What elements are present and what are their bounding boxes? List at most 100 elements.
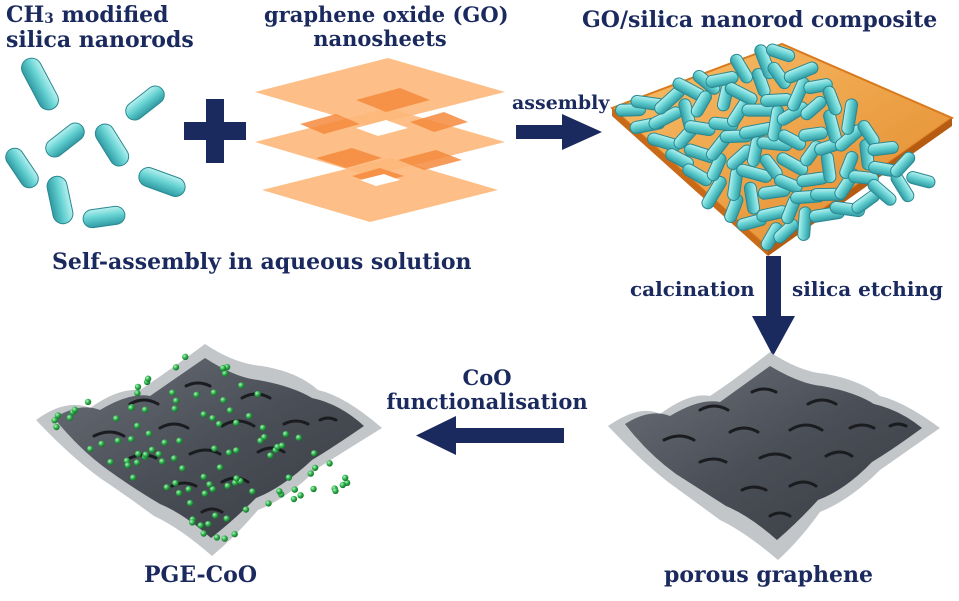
silica-etching-label: silica etching [792,277,943,301]
coo-particle [297,492,304,499]
go-overlap [398,150,462,170]
assembly-arrow [516,114,602,150]
coo-particle [134,383,142,391]
coo-particle [220,396,227,404]
silica-nanorod [683,120,716,137]
coo-particle [185,486,192,493]
silica-nanorods-label: CH3 modified silica nanorods [6,2,194,53]
coo-particle [216,464,224,471]
go-hole [360,174,400,186]
go-sheet [262,158,498,222]
coo-particle [114,437,122,444]
coo-particle [267,452,274,459]
go-overlap [300,114,360,134]
coo-functionalisation-arrow [416,416,564,455]
coo-particle [134,389,141,397]
go-overlap [316,148,382,168]
silica-nanorod [5,147,39,189]
coo-particle [193,391,200,398]
silica-nanorod [682,163,713,187]
self-assembly-label: Self-assembly in aqueous solution [52,249,472,275]
silica-nanorod [743,181,761,215]
coo-particle [112,415,120,422]
coo-particle [172,479,179,487]
silica-nanorod [736,163,773,183]
coo-particle [332,487,339,495]
silica-nanorod [773,173,803,194]
coo-particle [233,419,240,427]
coo-particle [189,519,196,526]
coo-particle [231,530,238,538]
silica-nanorod [767,61,791,90]
composite-label: GO/silica nanorod composite [582,7,938,33]
coo-particle [142,451,149,458]
coo-particle [201,490,209,497]
silica-nanorod [45,122,85,158]
coo-particle [307,470,314,477]
silica-nanorod [765,43,796,63]
silica-nanorod [839,150,859,180]
coo-particle [176,437,183,445]
coo-particle [257,437,264,444]
coo-particle [219,364,227,372]
coo-particle [233,475,240,482]
coo-particle [144,375,152,382]
coo-particle [282,430,289,438]
go-overlap [356,88,430,112]
silica-nanorod [138,167,186,197]
silica-nanorod [777,129,806,151]
coo-particle [134,450,142,458]
graphene-oxide-nanosheets-illustration [255,58,505,222]
graphene-oxide-label: graphene oxide (GO) nanosheets [264,2,509,51]
coo-particle [224,482,231,490]
coo-particle [155,450,162,458]
coo-particle [129,474,137,481]
coo-particle [205,520,212,528]
coo-particle [170,455,178,462]
coo-particle [197,522,204,529]
coo-particle [148,446,156,453]
coo-particle [206,481,213,488]
porous-graphene-illustration [608,352,940,560]
silica-nanorod [906,171,936,189]
coo-particle [223,515,230,522]
go-overlap [410,112,468,132]
coo-particle [171,405,178,412]
coo-particle [175,489,183,497]
coo-particle [285,474,293,481]
coo-particle [326,460,333,467]
coo-particle [210,389,218,396]
silica-nanorod [706,152,727,182]
coo-particle [290,495,298,503]
coo-particle [291,486,298,493]
coo-particle [182,353,189,361]
coo-particle [310,450,318,457]
silica-nanorod [783,61,819,84]
silica-nanorod [776,152,809,176]
coo-particle [245,412,253,420]
coo-particle [186,499,194,507]
calcination-etching-arrow [752,256,795,356]
coo-particle [133,422,141,430]
silica-nanorod [94,123,130,167]
coo-particle [107,458,114,466]
coo-particle [172,397,180,404]
go-hole [356,120,408,136]
coo-particle [54,412,62,419]
silica-nanorod [82,205,126,229]
pge-coo-label: PGE-CoO [144,562,257,588]
coo-particle [278,442,286,449]
coo-particle [265,500,272,507]
silica-nanorod [724,82,758,106]
coo-particle [51,417,58,424]
silica-nanorod [797,206,812,241]
coo-particle [53,423,60,431]
coo-particle [200,530,207,537]
coo-particle [127,404,135,412]
silica-nanorod [21,57,59,111]
silica-nanorod [890,151,916,178]
coo-particle [339,481,346,489]
coo-particle [209,485,216,493]
silica-nanorods-illustration [5,57,186,229]
